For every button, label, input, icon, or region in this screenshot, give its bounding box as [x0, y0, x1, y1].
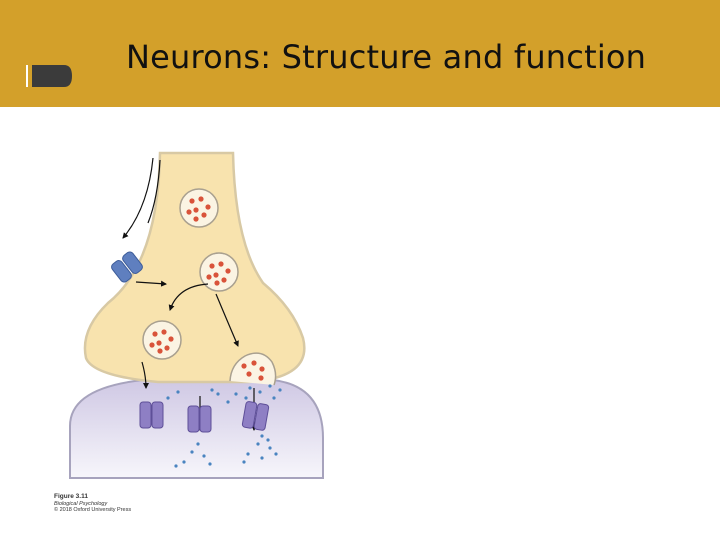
neurotransmitter-dots: [166, 384, 282, 468]
fusing-vesicle: [229, 352, 277, 386]
vesicle-1: [179, 188, 219, 228]
arrows: [122, 157, 257, 431]
receptor-3: [241, 401, 270, 431]
caption-copyright: © 2018 Oxford University Press: [54, 507, 132, 514]
receptor-2: [187, 405, 212, 433]
vesicle-2: [199, 252, 239, 292]
calcium-channel: [111, 251, 143, 283]
presynaptic-terminal: [83, 151, 306, 384]
title-bar: Neurons: Structure and function: [0, 0, 720, 107]
receptor-1: [139, 401, 164, 429]
caption-label: Figure 3.11: [54, 493, 88, 500]
synapse-illustration: [69, 151, 324, 479]
title-marker-icon: [26, 65, 72, 87]
figure-caption: Figure 3.11 Biological Psychology © 2018…: [54, 493, 131, 514]
slide-title: Neurons: Structure and function: [126, 38, 647, 76]
vesicle-3: [142, 320, 182, 360]
caption-source: Biological Psychology: [54, 500, 108, 507]
